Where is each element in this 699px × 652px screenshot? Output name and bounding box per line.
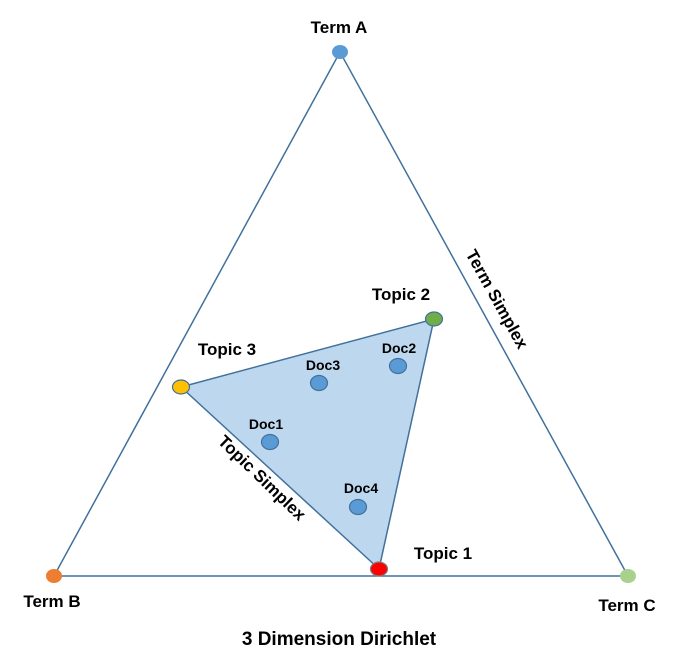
term-c-label: Term C [598,596,655,615]
doc2-point [388,357,408,375]
topic-3-label: Topic 3 [198,340,256,359]
term-c-point [620,569,636,583]
topic-1-point [369,561,389,577]
doc2-label: Doc2 [382,340,416,356]
topic-2-point [424,311,444,327]
term-b-point [46,569,62,583]
doc1-point [260,433,280,451]
term-b-label: Term B [23,592,80,611]
term-a-label: Term A [311,18,368,37]
doc4-point [348,498,368,516]
topic-simplex-triangle [179,317,435,571]
term-a-point [332,45,348,59]
topic-1-label: Topic 1 [414,544,472,563]
diagram-title: 3 Dimension Dirichlet [242,629,437,650]
term-simplex-triangle [52,50,630,577]
doc4-label: Doc4 [344,480,378,496]
doc3-label: Doc3 [306,357,340,373]
topic-2-label: Topic 2 [372,285,430,304]
doc3-point [309,374,329,392]
doc1-label: Doc1 [249,416,283,432]
topic-3-point [171,379,191,395]
